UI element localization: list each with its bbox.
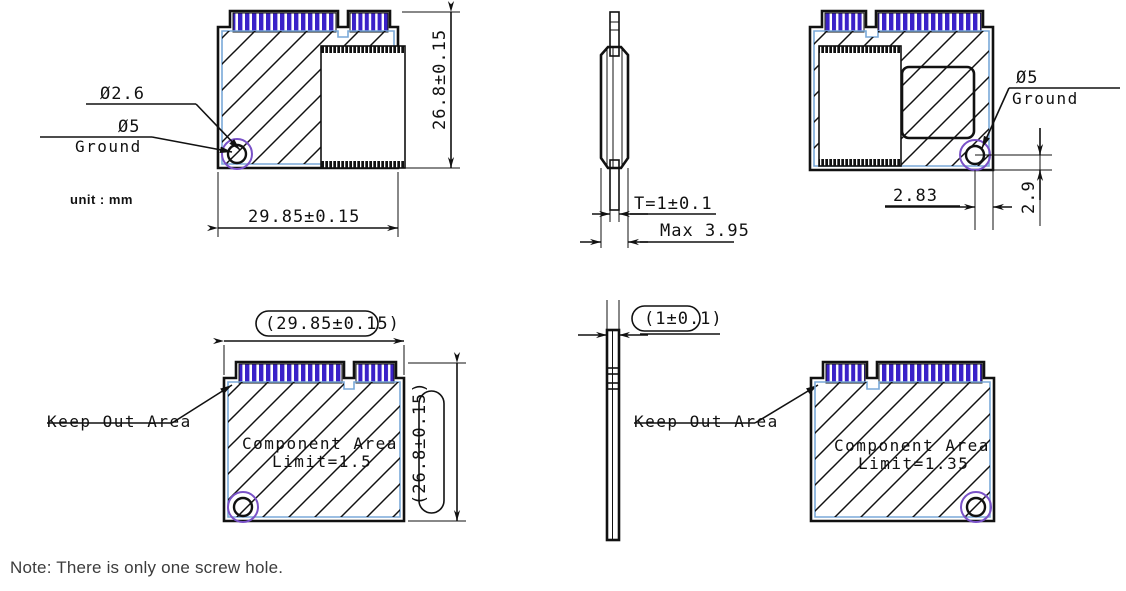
callout-hole-dia: Ø2.6 xyxy=(86,84,241,151)
screw-hole-keepout-right xyxy=(960,491,992,523)
unit-label: unit : mm xyxy=(70,192,133,207)
gold-fingers-right xyxy=(349,12,389,33)
callout-ground-dia-left: Ø5 Ground xyxy=(40,117,233,156)
component-area-label-left-2: Limit=1.5 xyxy=(272,452,372,471)
side-profile-body xyxy=(599,45,630,170)
drawing-note: Note: There is only one screw hole. xyxy=(10,558,284,577)
dim-thickness-side: T=1±0.1 xyxy=(592,194,716,218)
callout-ground-dia-right: Ø5 Ground xyxy=(981,68,1120,149)
dim-max-side-text: Max 3.95 xyxy=(660,221,750,241)
view-top-middle: T=1±0.1 Max 3.95 xyxy=(580,11,750,248)
keepout-callout-middle: Keep Out Area xyxy=(634,384,819,431)
gold-fingers-right-kr xyxy=(878,363,983,384)
dim-thickness-keepout: (1±0.1) xyxy=(578,305,723,339)
gold-fingers-left-kr xyxy=(825,363,866,384)
callout-ground-dia-text: Ø5 xyxy=(118,117,140,137)
component-area-label-left-1: Component Area xyxy=(242,434,398,453)
dim-width-top-view: 29.85±0.15 xyxy=(207,172,399,237)
view-top-right: Ø5 Ground 2.83 2.9 xyxy=(808,9,1120,230)
keepout-hatch-right xyxy=(815,382,990,517)
dim-width-top-view-text: 29.85±0.15 xyxy=(248,207,360,227)
callout-ground-word-right: Ground xyxy=(1012,89,1079,108)
gold-fingers-right-b xyxy=(877,12,982,33)
view-bottom-right: Component Area Limit=1.35 xyxy=(809,360,996,523)
callout-hole-dia-text: Ø2.6 xyxy=(100,84,145,104)
component-controller-block xyxy=(900,65,976,140)
component-area-label-right-2: Limit=1.35 xyxy=(858,454,969,473)
callout-ground-dia-right-text: Ø5 xyxy=(1016,68,1038,88)
keepout-callout-left: Keep Out Area xyxy=(47,384,233,431)
dim-hole-y: 2.9 xyxy=(975,128,1052,226)
dim-hole-y-text: 2.9 xyxy=(1019,180,1039,214)
dim-height-keepout: (26.8±0.15) xyxy=(408,352,466,522)
gold-fingers-right-kl xyxy=(355,363,395,384)
pcb-outline-keepout-top xyxy=(222,360,406,523)
callout-ground-word: Ground xyxy=(75,137,142,156)
pcb-outline-keepout-bottom xyxy=(809,360,996,523)
gold-fingers-left-kl xyxy=(238,363,343,384)
keepout-hatch-left xyxy=(228,382,400,517)
gold-fingers-left xyxy=(232,12,337,33)
keepout-label-left: Keep Out Area xyxy=(47,412,192,431)
dim-height-keepout-text: (26.8±0.15) xyxy=(410,381,430,505)
dim-thickness-side-text: T=1±0.1 xyxy=(634,194,713,214)
dim-thickness-keepout-text: (1±0.1) xyxy=(644,309,723,329)
dim-height-top-view-text: 26.8±0.15 xyxy=(430,29,450,130)
screw-hole-keepout-left xyxy=(227,491,259,523)
keepout-label-middle: Keep Out Area xyxy=(634,412,779,431)
component-ic-block xyxy=(320,45,406,169)
dim-hole-x-text: 2.83 xyxy=(893,186,938,206)
component-area-label-right-1: Component Area xyxy=(834,436,990,455)
dim-width-keepout: (29.85±0.15) xyxy=(213,310,405,375)
dim-max-side: Max 3.95 xyxy=(580,221,750,246)
view-top-left: Ø2.6 Ø5 Ground unit : mm 29.85±0.15 26.8… xyxy=(40,1,460,237)
dim-width-keepout-text: (29.85±0.15) xyxy=(265,314,400,334)
view-bottom-middle: (1±0.1) Keep Out Area xyxy=(578,300,819,542)
component-flash-block xyxy=(818,45,902,167)
dim-height-top-view: 26.8±0.15 xyxy=(402,1,460,169)
dim-hole-x: 2.83 xyxy=(885,170,1012,230)
view-bottom-left: (29.85±0.15) Component Area Limit=1.5 xyxy=(47,310,466,523)
gold-fingers-left-b xyxy=(824,12,865,33)
